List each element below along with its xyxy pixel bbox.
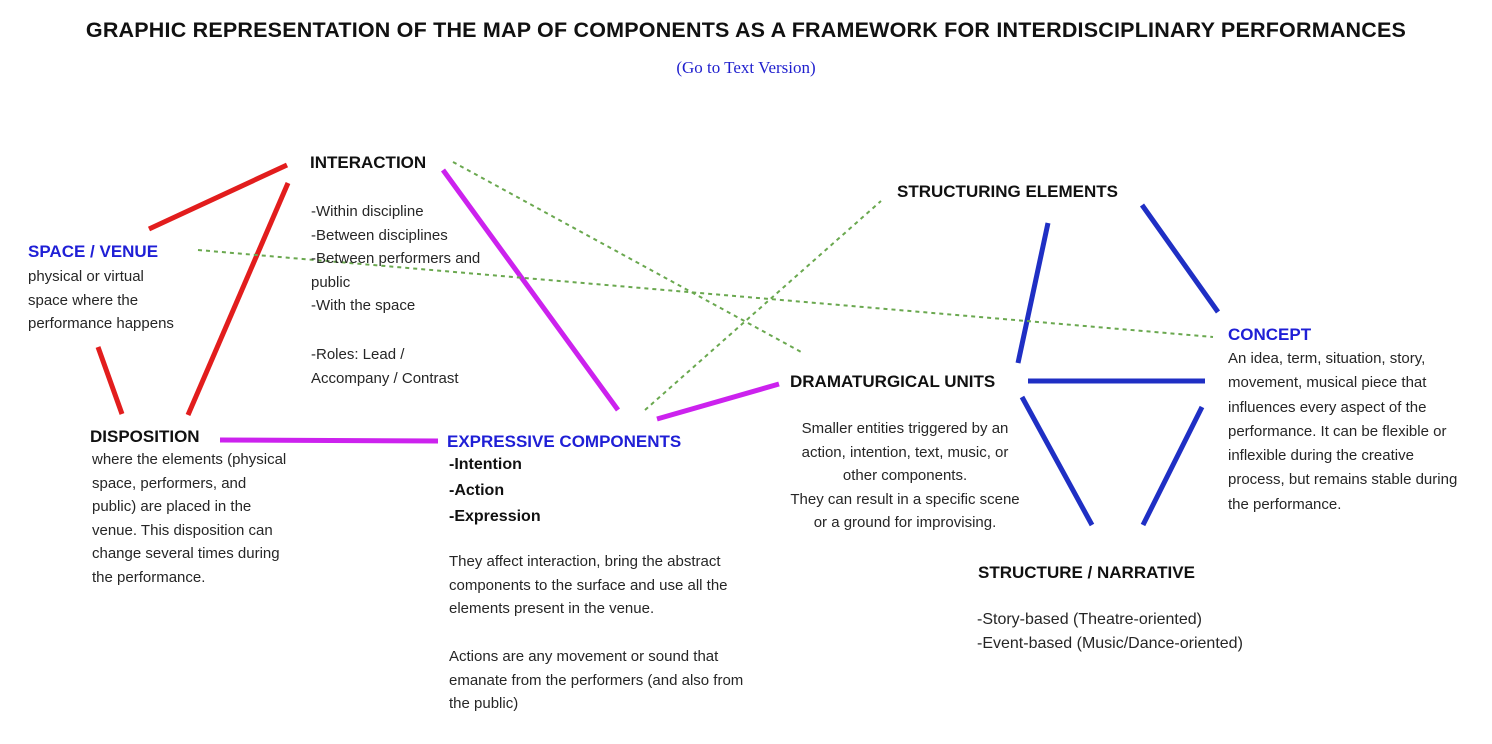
text-line: the performance. — [1228, 495, 1342, 513]
interaction-roles-list: -Roles: Lead / Accompany / Contrast — [311, 343, 459, 390]
text-line: -Expression — [449, 508, 541, 525]
page-title: GRAPHIC REPRESENTATION OF THE MAP OF COM… — [85, 18, 1407, 42]
expressive-components-bold-list: -Intention -Action -Expression — [449, 452, 541, 530]
text-line: influences every aspect of the — [1228, 398, 1427, 416]
connection-space-venue--interaction — [147, 162, 289, 232]
text-line: where the elements (physical — [92, 451, 287, 468]
node-title-dramaturgical-units: DRAMATURGICAL UNITS — [790, 372, 996, 391]
connection-dramaturgical-units--structure-narrative — [1019, 395, 1095, 527]
text-line: An idea, term, situation, story, — [1228, 350, 1426, 367]
text-line: inflexible during the creative — [1228, 447, 1414, 465]
text-line: They can result in a specific scene — [790, 490, 1020, 508]
text-line: change several times during — [92, 545, 280, 562]
text-line: Accompany / Contrast — [311, 369, 459, 387]
dramaturgical-units-description: Smaller entities triggered by an action, … — [781, 417, 1029, 535]
connection-structuring-elements--concept — [1139, 203, 1221, 314]
connection-interaction--dramaturgical-units — [452, 161, 804, 354]
text-version-link[interactable]: (Go to Text Version) — [676, 58, 816, 77]
interaction-list: -Within discipline -Between disciplines -B… — [311, 200, 480, 318]
text-line: -Between disciplines — [311, 226, 448, 244]
text-line: -Roles: Lead / — [311, 346, 405, 363]
connection-disposition--expressive-components — [219, 437, 439, 444]
text-line: -Within discipline — [311, 203, 424, 220]
text-line: physical or virtual — [28, 268, 144, 285]
text-line: venue. This disposition can — [92, 521, 273, 539]
text-line: -Action — [449, 482, 505, 499]
text-line: -Intention — [449, 456, 522, 473]
concept-description: An idea, term, situation, story, movement… — [1228, 347, 1457, 517]
disposition-description: where the elements (physical space, perfo… — [92, 448, 286, 589]
text-line: space, performers, and — [92, 474, 247, 492]
node-title-disposition: DISPOSITION — [90, 427, 200, 446]
connection-concept--structure-narrative — [1140, 405, 1205, 527]
connection-interaction--expressive-components — [440, 168, 621, 412]
connection-interaction--disposition — [185, 182, 291, 416]
text-line: public) are placed in the — [92, 498, 252, 515]
connection-expressive-components--dramaturgical-units — [656, 381, 780, 422]
text-line: elements present in the venue. — [449, 600, 655, 617]
text-line: Actions are any movement or sound that — [449, 648, 719, 665]
connection-structuring-elements--dramaturgical-units — [1015, 222, 1051, 364]
text-line: -Story-based (Theatre-oriented) — [977, 611, 1202, 628]
text-line: -Between performers and — [311, 250, 481, 267]
node-title-structuring-elements: STRUCTURING ELEMENTS — [897, 182, 1118, 201]
text-line: Smaller entities triggered by an — [801, 420, 1009, 437]
text-line: performance happens — [28, 315, 174, 332]
text-line: space where the — [28, 291, 139, 309]
structure-narrative-list: -Story-based (Theatre-oriented) -Event-ba… — [977, 608, 1243, 655]
text-line: components to the surface and use all th… — [449, 576, 728, 594]
text-line: emanate from the performers (and also fr… — [449, 671, 744, 689]
text-line: or a ground for improvising. — [813, 514, 997, 531]
expressive-components-paragraph-2: Actions are any movement or sound that em… — [449, 645, 743, 716]
node-title-structure-narrative: STRUCTURE / NARRATIVE — [978, 563, 1195, 582]
text-line: performance. It can be flexible or — [1228, 422, 1447, 440]
text-line: process, but remains stable during — [1228, 471, 1458, 489]
text-line: public — [311, 273, 351, 291]
expressive-components-paragraph-1: They affect interaction, bring the abstr… — [449, 550, 728, 621]
node-title-space-venue: SPACE / VENUE — [28, 242, 159, 261]
node-title-concept: CONCEPT — [1228, 325, 1312, 344]
node-title-expressive-components: EXPRESSIVE COMPONENTS — [447, 432, 682, 451]
text-line: They affect interaction, bring the abstr… — [449, 553, 721, 570]
text-line: -With the space — [311, 297, 416, 314]
text-line: -Event-based (Music/Dance-oriented) — [977, 634, 1243, 652]
text-line: the public) — [449, 695, 519, 712]
connection-space-venue--concept — [197, 249, 1214, 338]
text-line: action, intention, text, music, or — [801, 443, 1009, 461]
text-line: the performance. — [92, 568, 206, 586]
text-line: other components. — [842, 467, 968, 484]
text-line: movement, musical piece that — [1228, 374, 1427, 392]
connection-space-venue--disposition — [95, 346, 125, 415]
node-title-interaction: INTERACTION — [310, 153, 427, 172]
space-venue-description: physical or virtual space where the perfor… — [28, 265, 174, 336]
